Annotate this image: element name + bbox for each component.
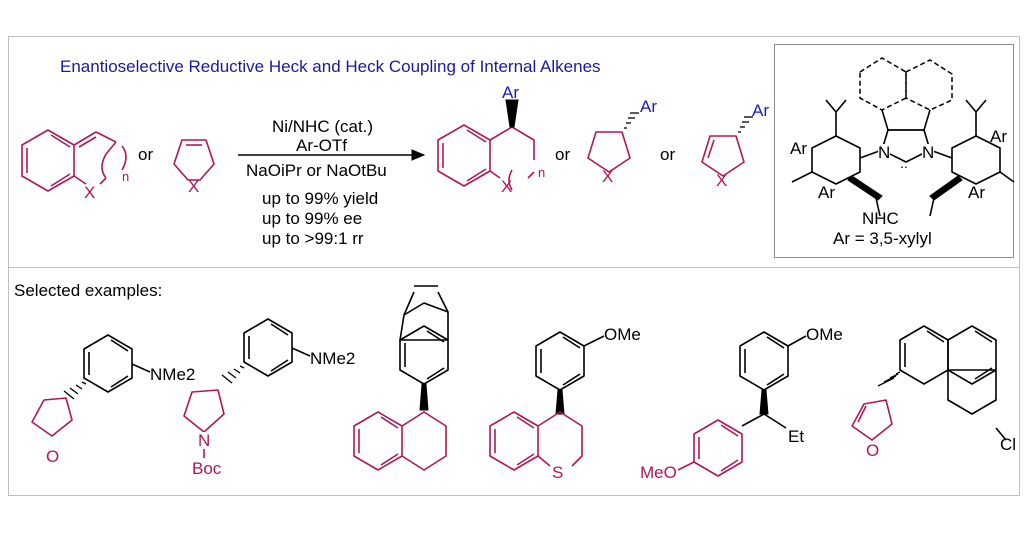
- example-5-structure: [677, 331, 807, 477]
- example2-n-label: N: [198, 431, 211, 450]
- example1-nme2-label: NMe2: [150, 365, 196, 384]
- example4-ome-label: OMe: [604, 325, 641, 344]
- or-label-3: or: [660, 145, 676, 164]
- example5-et-label: Et: [788, 427, 805, 446]
- nhc-n2-label: N: [922, 143, 935, 162]
- example5-meo-label: MeO: [640, 463, 677, 482]
- result-yield: up to 99% yield: [262, 189, 379, 208]
- nhc-n1-label: N: [878, 143, 891, 162]
- section-divider: [8, 267, 1020, 268]
- product3-x-label: X: [716, 171, 728, 190]
- example-6-structure: [851, 325, 1007, 441]
- nhc-label: NHC: [862, 209, 899, 228]
- product-cyclopentane: [587, 112, 639, 173]
- hashed-bond: [877, 371, 901, 387]
- reaction-arrow: [238, 149, 426, 161]
- nhc-ar-d: Ar: [968, 183, 985, 202]
- substrate1-x-label: X: [84, 183, 96, 202]
- condition-catalyst: Ni/NHC (cat.): [272, 117, 374, 136]
- scheme-title: Enantioselective Reductive Heck and Heck…: [60, 57, 601, 76]
- hashed-bond: [738, 116, 753, 133]
- examples-heading: Selected examples:: [14, 281, 163, 300]
- substrate-benzo-alkene: [21, 129, 127, 192]
- example1-o-label: O: [46, 447, 60, 466]
- substrate2-x-label: X: [188, 177, 200, 196]
- result-ee: up to 99% ee: [262, 209, 363, 228]
- example4-s-label: S: [552, 463, 564, 482]
- or-label-1: or: [138, 145, 154, 164]
- nhc-ar-c: Ar: [990, 127, 1007, 146]
- hashed-bond: [624, 112, 639, 129]
- nhc-lone-pair: ..: [900, 155, 908, 171]
- product1-n-label: n: [538, 165, 546, 180]
- hashed-bond: [221, 365, 245, 384]
- example6-o-label: O: [866, 441, 880, 460]
- condition-base: NaOiPr or NaOtBu: [246, 161, 387, 180]
- example-3-structure: [353, 285, 449, 471]
- result-rr: up to >99:1 rr: [262, 229, 364, 248]
- product3-ar-label: Ar: [752, 101, 769, 120]
- product-benzo-cyclic: [437, 99, 535, 191]
- substrate1-n-label: n: [122, 169, 130, 184]
- example2-nme2-label: NMe2: [310, 349, 356, 368]
- example2-boc-label: Boc: [192, 459, 222, 478]
- scheme-frame: [8, 36, 1020, 496]
- nhc-box: [774, 44, 1014, 258]
- example-4-structure: [489, 331, 605, 471]
- example-2-structure: [183, 318, 311, 458]
- nhc-ar-definition: Ar = 3,5-xylyl: [833, 229, 932, 248]
- example-1-structure: [31, 334, 151, 437]
- example6-cl-label: Cl: [1000, 435, 1017, 454]
- or-label-2: or: [555, 145, 571, 164]
- condition-reagent: Ar-OTf: [296, 136, 347, 155]
- nhc-ar-a: Ar: [790, 139, 807, 158]
- hashed-bond: [63, 381, 87, 400]
- example5-ome-label: OMe: [806, 325, 843, 344]
- product-cyclopentene: [701, 116, 753, 177]
- product2-x-label: X: [602, 167, 614, 186]
- substrate-cyclopentene: [173, 139, 215, 181]
- product1-x-label: X: [501, 177, 513, 196]
- nhc-ar-b: Ar: [818, 183, 835, 202]
- product1-ar-label: Ar: [502, 83, 519, 102]
- product2-ar-label: Ar: [640, 97, 657, 116]
